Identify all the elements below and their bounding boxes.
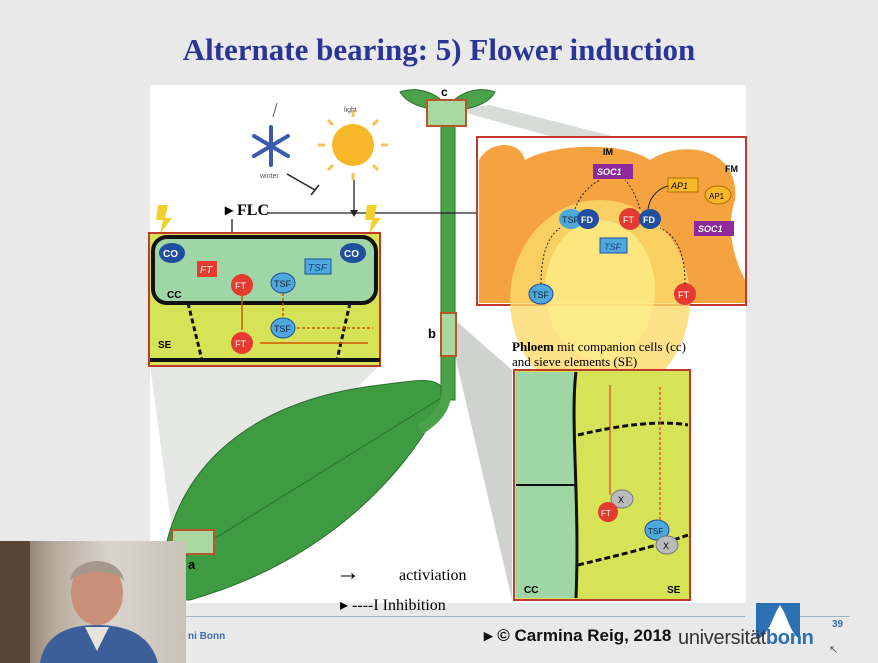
phloem-title-line2: and sieve elements (SE)	[512, 354, 637, 369]
svg-text:▸ ----I Inhibition: ▸ ----I Inhibition	[340, 597, 446, 614]
copyright: ▸ © Carmina Reig, 2018	[484, 626, 672, 645]
svg-text:SE: SE	[158, 340, 172, 351]
webcam-overlay	[0, 541, 186, 663]
svg-text:AP1: AP1	[709, 192, 725, 201]
svg-text:SOC1: SOC1	[698, 224, 723, 234]
snowflake-icon	[252, 125, 290, 167]
svg-text:TSF: TSF	[308, 263, 328, 274]
svg-text:SOC1: SOC1	[597, 167, 622, 177]
svg-text:FT: FT	[235, 339, 246, 349]
label-c: c	[441, 85, 448, 99]
activation-arrow-icon: →	[336, 559, 360, 586]
svg-text:CC: CC	[167, 290, 181, 301]
svg-text:TSF: TSF	[648, 527, 663, 536]
svg-text:SE: SE	[667, 585, 681, 596]
lightning-icon	[156, 205, 172, 234]
phloem-diagram: X FT TSF X CC SE	[513, 369, 691, 601]
svg-text:AP1: AP1	[670, 181, 688, 191]
label-light: light	[344, 107, 357, 114]
svg-text:CC: CC	[524, 585, 538, 596]
svg-text:FT: FT	[601, 509, 611, 518]
svg-text:TSF: TSF	[562, 215, 580, 225]
leaf	[159, 380, 447, 601]
svg-text:activiation: activiation	[399, 567, 467, 584]
svg-text:FT: FT	[623, 215, 634, 225]
companion-cell-diagram: CO CO FT TSF FT TSF TSF FT CC SE	[148, 232, 381, 367]
label-flc: ▸ FLC	[224, 202, 269, 219]
svg-text:FT: FT	[235, 281, 246, 291]
mouse-cursor-icon: ↖	[829, 644, 839, 656]
meristem-diagram: IM FM SOC1 SOC1 AP1 AP1 TSF FD FT FD TSF…	[476, 136, 747, 400]
svg-text:CO: CO	[344, 249, 359, 260]
svg-text:TSF: TSF	[604, 242, 622, 252]
svg-text:TSF: TSF	[274, 279, 292, 289]
stem	[440, 114, 456, 401]
presenter-video	[0, 541, 158, 663]
svg-text:X: X	[618, 495, 624, 505]
svg-text:X: X	[663, 541, 669, 551]
label-winter: winter	[259, 173, 279, 180]
footer-divider	[800, 616, 850, 617]
svg-text:TSF: TSF	[532, 290, 550, 300]
svg-text:FT: FT	[200, 265, 213, 276]
region-c-box	[426, 99, 467, 127]
svg-text:CO: CO	[163, 249, 178, 260]
region-b-box	[440, 312, 457, 357]
zoom-cone-b	[455, 320, 512, 600]
sun-icon	[318, 110, 388, 180]
label-b: b	[428, 326, 436, 341]
lightning-icon	[365, 205, 381, 234]
svg-text:FD: FD	[581, 215, 593, 225]
svg-text:FD: FD	[643, 215, 655, 225]
svg-text:IM: IM	[603, 147, 613, 157]
label-a: a	[188, 557, 196, 572]
svg-text:FM: FM	[725, 164, 738, 174]
footer-divider	[185, 616, 745, 617]
svg-text:FT: FT	[678, 290, 689, 300]
page-number: 39	[832, 619, 844, 630]
slide-title: Alternate bearing: 5) Flower induction	[182, 32, 696, 67]
svg-text:TSF: TSF	[274, 324, 292, 334]
legend: → activiation ▸ ----I Inhibition	[336, 559, 467, 614]
phloem-title: Phloem mit companion cells (cc)	[512, 339, 686, 354]
university-logo-text: universitätbonn	[678, 627, 814, 649]
footer-left-text: ni Bonn	[188, 631, 226, 642]
